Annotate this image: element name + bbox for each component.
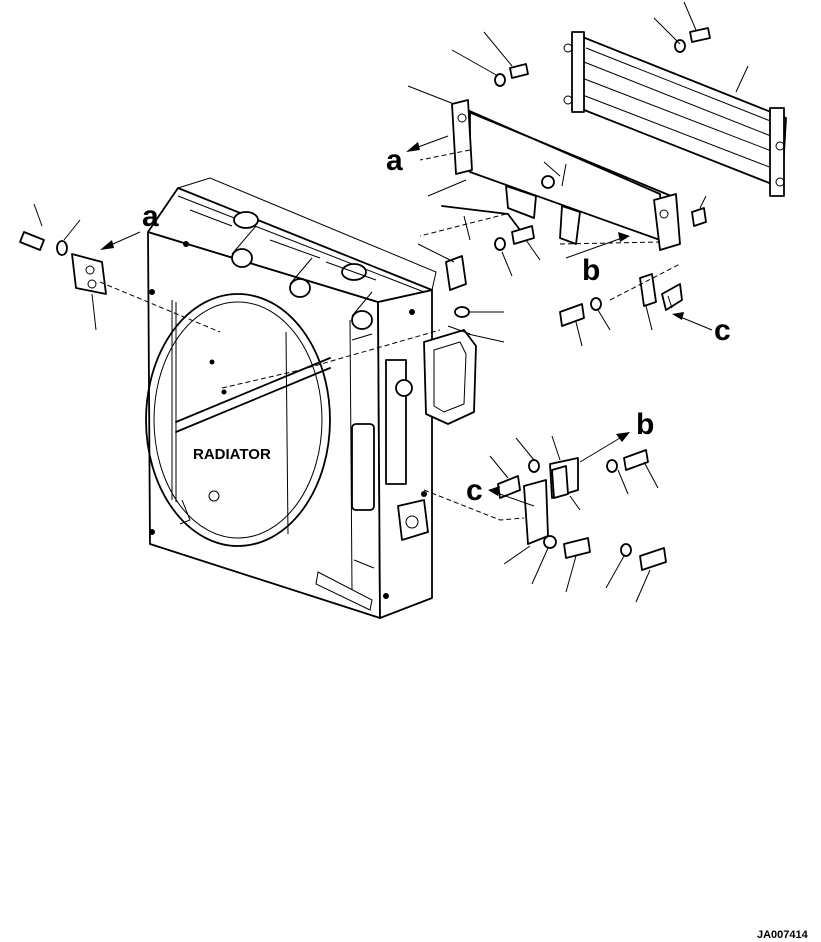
bolt-icon: [19, 231, 45, 251]
filler-cap-icon: [233, 211, 259, 229]
assembly-lines: [99, 149, 681, 521]
condenser-core: [563, 31, 787, 197]
ref-label-c-upper: c: [714, 314, 731, 347]
washer-icon: [56, 240, 68, 256]
ref-label-b-upper: b: [582, 254, 600, 287]
ref-label-b-lower: b: [636, 408, 654, 441]
leader-lines: [33, 1, 749, 603]
radiator-assembly: [145, 177, 477, 619]
arrow-icon: [100, 240, 114, 250]
radiator-label: RADIATOR: [193, 446, 271, 463]
ref-label-a-left: a: [142, 200, 159, 233]
condenser-frame: [441, 99, 681, 251]
reference-arrows: [100, 135, 713, 507]
ref-label-a-upper: a: [386, 144, 403, 177]
ref-label-c-lower: c: [466, 474, 483, 507]
hardware: [19, 27, 711, 571]
drawing-number: JA007414: [757, 929, 809, 941]
